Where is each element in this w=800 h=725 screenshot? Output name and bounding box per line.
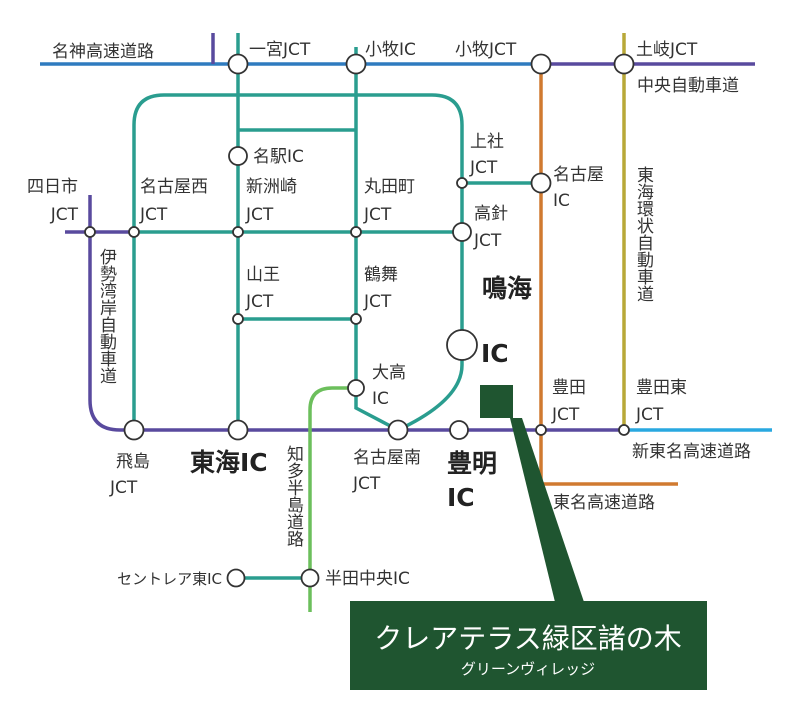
node-nagoya-nishi-jct <box>128 226 140 238</box>
chita-road <box>308 386 356 612</box>
node-centrair-ic <box>226 568 246 588</box>
node-toyota-jct <box>535 424 547 436</box>
label-isewangan: 伊勢湾岸自動車道 <box>96 248 117 384</box>
node-nagoya-minami-jct <box>387 419 409 441</box>
node-tobishima-jct <box>123 419 145 441</box>
node-ichinomiya-jct <box>227 53 249 75</box>
node-komaki-ic <box>345 53 367 75</box>
node-tsurumai-jct <box>350 313 362 325</box>
label-meishin: 名神高速道路 <box>52 42 154 62</box>
label-tokai-ic: 東海IC <box>190 448 268 477</box>
property-name: クレアテラス緑区諸の木 <box>374 622 681 655</box>
node-meieki-ic <box>228 146 248 166</box>
label-chita: 知多半島道路 <box>283 445 304 547</box>
label-handa-ic: 半田中央IC <box>325 569 410 589</box>
label-toki-jct: 土岐JCT <box>636 40 698 60</box>
node-marutamachi-jct <box>350 226 362 238</box>
node-narumi-ic <box>446 329 478 361</box>
nagoya-expressway-ring <box>132 93 464 432</box>
node-tokai-ic <box>227 419 249 441</box>
label-narumi-ic-2: IC <box>481 339 509 368</box>
property-subtitle: グリーンヴィレッジ <box>461 660 595 678</box>
node-toyota-higashi-jct <box>618 424 630 436</box>
node-yokkaichi-jct <box>84 226 96 238</box>
node-odaka-ic <box>347 379 365 397</box>
node-kamiyashiro-jct <box>456 177 468 189</box>
label-tomei: 東名高速道路 <box>553 493 655 513</box>
label-komaki-jct: 小牧JCT <box>455 40 517 60</box>
label-centrair-ic: セントレア東IC <box>117 570 222 588</box>
expressway-komaki-line <box>354 47 399 432</box>
node-nagoya-ic <box>530 172 552 194</box>
node-takabari-jct <box>452 222 472 242</box>
label-tokai-kanjo: 東海環状自動車道 <box>633 166 654 302</box>
callout-pointer <box>510 418 584 602</box>
label-chuo: 中央自動車道 <box>637 76 739 96</box>
isewangan-road <box>88 195 624 432</box>
node-komaki-jct <box>530 53 552 75</box>
node-toki-jct <box>613 53 635 75</box>
label-narumi-ic: 鳴海鳴海 <box>482 274 532 303</box>
site-marker <box>480 385 513 418</box>
label-komaki-ic: 小牧IC <box>365 40 416 60</box>
node-shinsuzaki-jct <box>232 226 244 238</box>
property-callout <box>350 601 707 690</box>
label-meieki-ic: 名駅IC <box>253 147 304 167</box>
node-handa-ic <box>300 568 320 588</box>
node-sanno-jct <box>232 313 244 325</box>
label-shin-tomei: 新東名高速道路 <box>632 442 751 462</box>
label-ichinomiya-jct: 一宮JCT <box>249 40 311 60</box>
node-toyoake-ic <box>449 420 469 440</box>
